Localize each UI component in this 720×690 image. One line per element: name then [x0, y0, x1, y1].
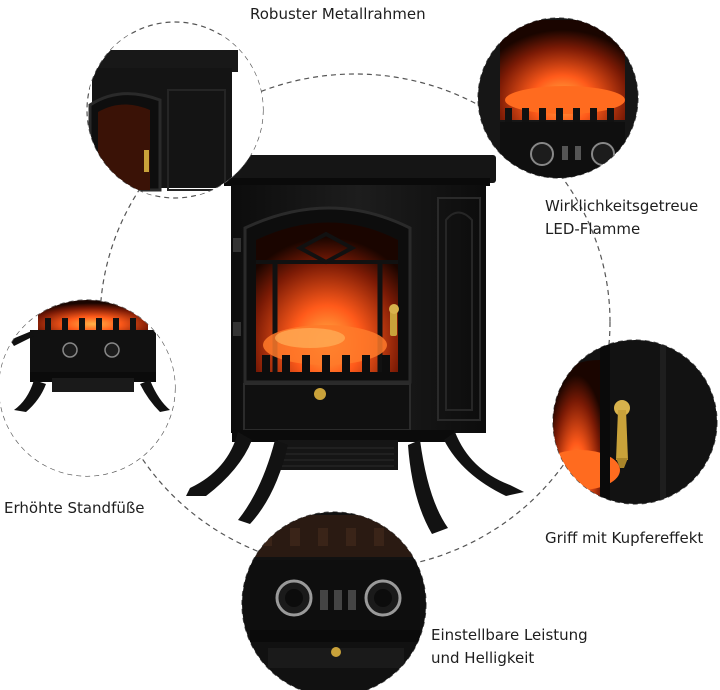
label-controls: Einstellbare Leistung und Helligkeit [431, 624, 588, 670]
detail-copper-handle [553, 340, 717, 504]
label-copper-handle: Griff mit Kupfereffekt [545, 529, 704, 547]
label-raised-feet: Erhöhte Standfüße [4, 499, 145, 517]
detail-raised-feet [0, 300, 175, 476]
connector-ring [99, 73, 611, 571]
detail-controls [242, 512, 426, 690]
main-fireplace [186, 155, 524, 534]
label-led-flame-line2: LED-Flamme [545, 220, 641, 238]
label-controls-line1: Einstellbare Leistung [431, 626, 588, 644]
label-led-flame-line1: Wirklichkeitsgetreue [545, 197, 699, 215]
label-controls-line2: und Helligkeit [431, 649, 535, 667]
label-led-flame: Wirklichkeitsgetreue LED-Flamme [545, 195, 698, 241]
label-metal-frame: Robuster Metallrahmen [250, 5, 426, 23]
detail-led-flame [478, 18, 638, 178]
detail-metal-frame [88, 35, 263, 195]
